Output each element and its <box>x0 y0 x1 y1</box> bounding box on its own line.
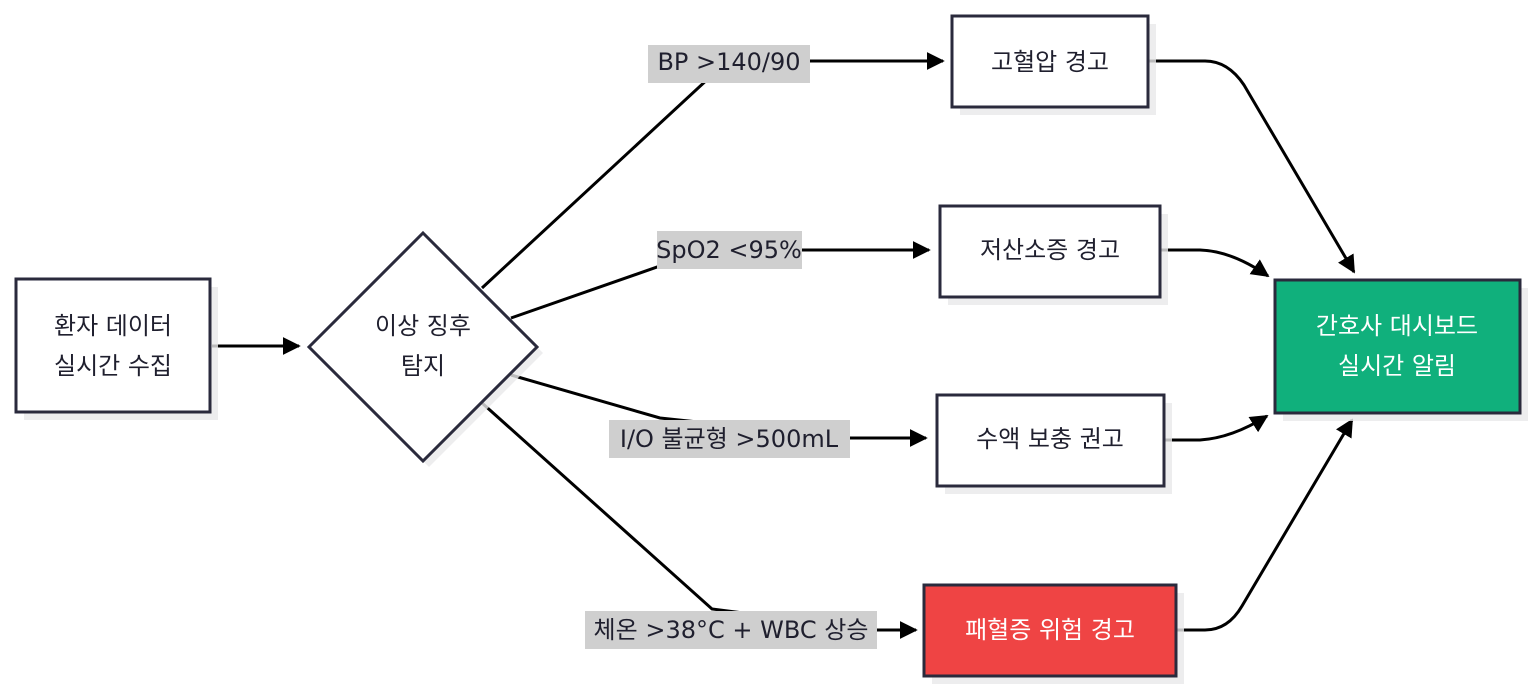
node-dashboard-line1: 간호사 대시보드 <box>1316 312 1478 340</box>
svg-text:고혈압 경고: 고혈압 경고 <box>991 48 1109 76</box>
node-fluid: 수액 보충 권고 <box>935 393 1172 494</box>
node-detect-line2: 탐지 <box>401 352 445 380</box>
node-hypoxia: 저산소증 경고 <box>938 204 1168 305</box>
node-detect: 이상 징후 탐지 <box>306 230 543 467</box>
edge-label-spo2: SpO2 <95% <box>656 231 802 269</box>
edge-fluid-dashboard <box>1164 414 1269 442</box>
edge-hypertension-dashboard <box>1149 59 1356 274</box>
node-sepsis: 패혈증 위험 경고 <box>922 583 1184 684</box>
edge-hypoxia-dashboard <box>1161 248 1270 278</box>
node-collect-line1: 환자 데이터 <box>54 312 172 340</box>
svg-text:저산소증 경고: 저산소증 경고 <box>980 236 1120 264</box>
node-collect-line2: 실시간 수집 <box>54 352 172 380</box>
edge-label-io: I/O 불균형 >500mL <box>609 420 850 458</box>
svg-text:체온 >38°C + WBC 상승: 체온 >38°C + WBC 상승 <box>594 616 869 644</box>
node-hypertension: 고혈압 경고 <box>950 14 1156 115</box>
svg-text:수액 보충 권고: 수액 보충 권고 <box>976 425 1124 453</box>
edge-sepsis-dashboard <box>1177 418 1354 632</box>
svg-text:BP >140/90: BP >140/90 <box>657 48 800 76</box>
node-dashboard-line2: 실시간 알림 <box>1338 352 1456 380</box>
svg-text:I/O 불균형 >500mL: I/O 불균형 >500mL <box>620 425 839 453</box>
node-dashboard: 간호사 대시보드 실시간 알림 <box>1273 278 1528 421</box>
svg-text:SpO2 <95%: SpO2 <95% <box>656 236 802 264</box>
edge-label-temp: 체온 >38°C + WBC 상승 <box>585 611 877 649</box>
svg-text:패혈증 위험 경고: 패혈증 위험 경고 <box>965 616 1135 644</box>
node-collect: 환자 데이터 실시간 수집 <box>14 277 218 420</box>
node-detect-line1: 이상 징후 <box>375 312 471 340</box>
edge-label-bp: BP >140/90 <box>648 45 810 83</box>
